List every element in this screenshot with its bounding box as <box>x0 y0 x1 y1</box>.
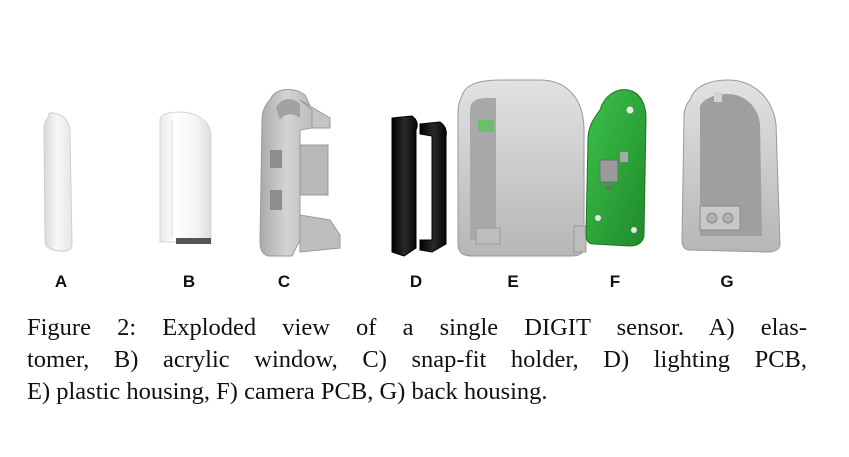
caption-line: E) plastic housing, F) camera PCB, G) ba… <box>27 378 548 405</box>
lighting-pcb-part <box>391 115 447 257</box>
snap-fit-holder-part <box>259 88 341 257</box>
camera-pcb-part <box>585 89 647 247</box>
back-housing-part <box>681 79 781 253</box>
part-label-d: D <box>409 272 423 291</box>
caption-line: Figure 2: Exploded view of a single DIGI… <box>27 314 807 341</box>
acrylic-window-part <box>159 111 212 244</box>
part-label-g: G <box>720 272 734 291</box>
figure-caption: Figure 2: Exploded view of a single DIGI… <box>27 312 807 408</box>
exploded-view-illustration <box>43 79 781 257</box>
part-label-e: E <box>507 272 519 291</box>
plastic-housing-part <box>457 79 587 257</box>
part-label-f: F <box>609 272 621 291</box>
part-label-a: A <box>54 272 68 291</box>
part-label-c: C <box>277 272 291 291</box>
caption-line: tomer, B) acrylic window, C) snap-fit ho… <box>27 346 807 373</box>
elastomer-part <box>43 112 73 252</box>
part-label-b: B <box>182 272 196 291</box>
